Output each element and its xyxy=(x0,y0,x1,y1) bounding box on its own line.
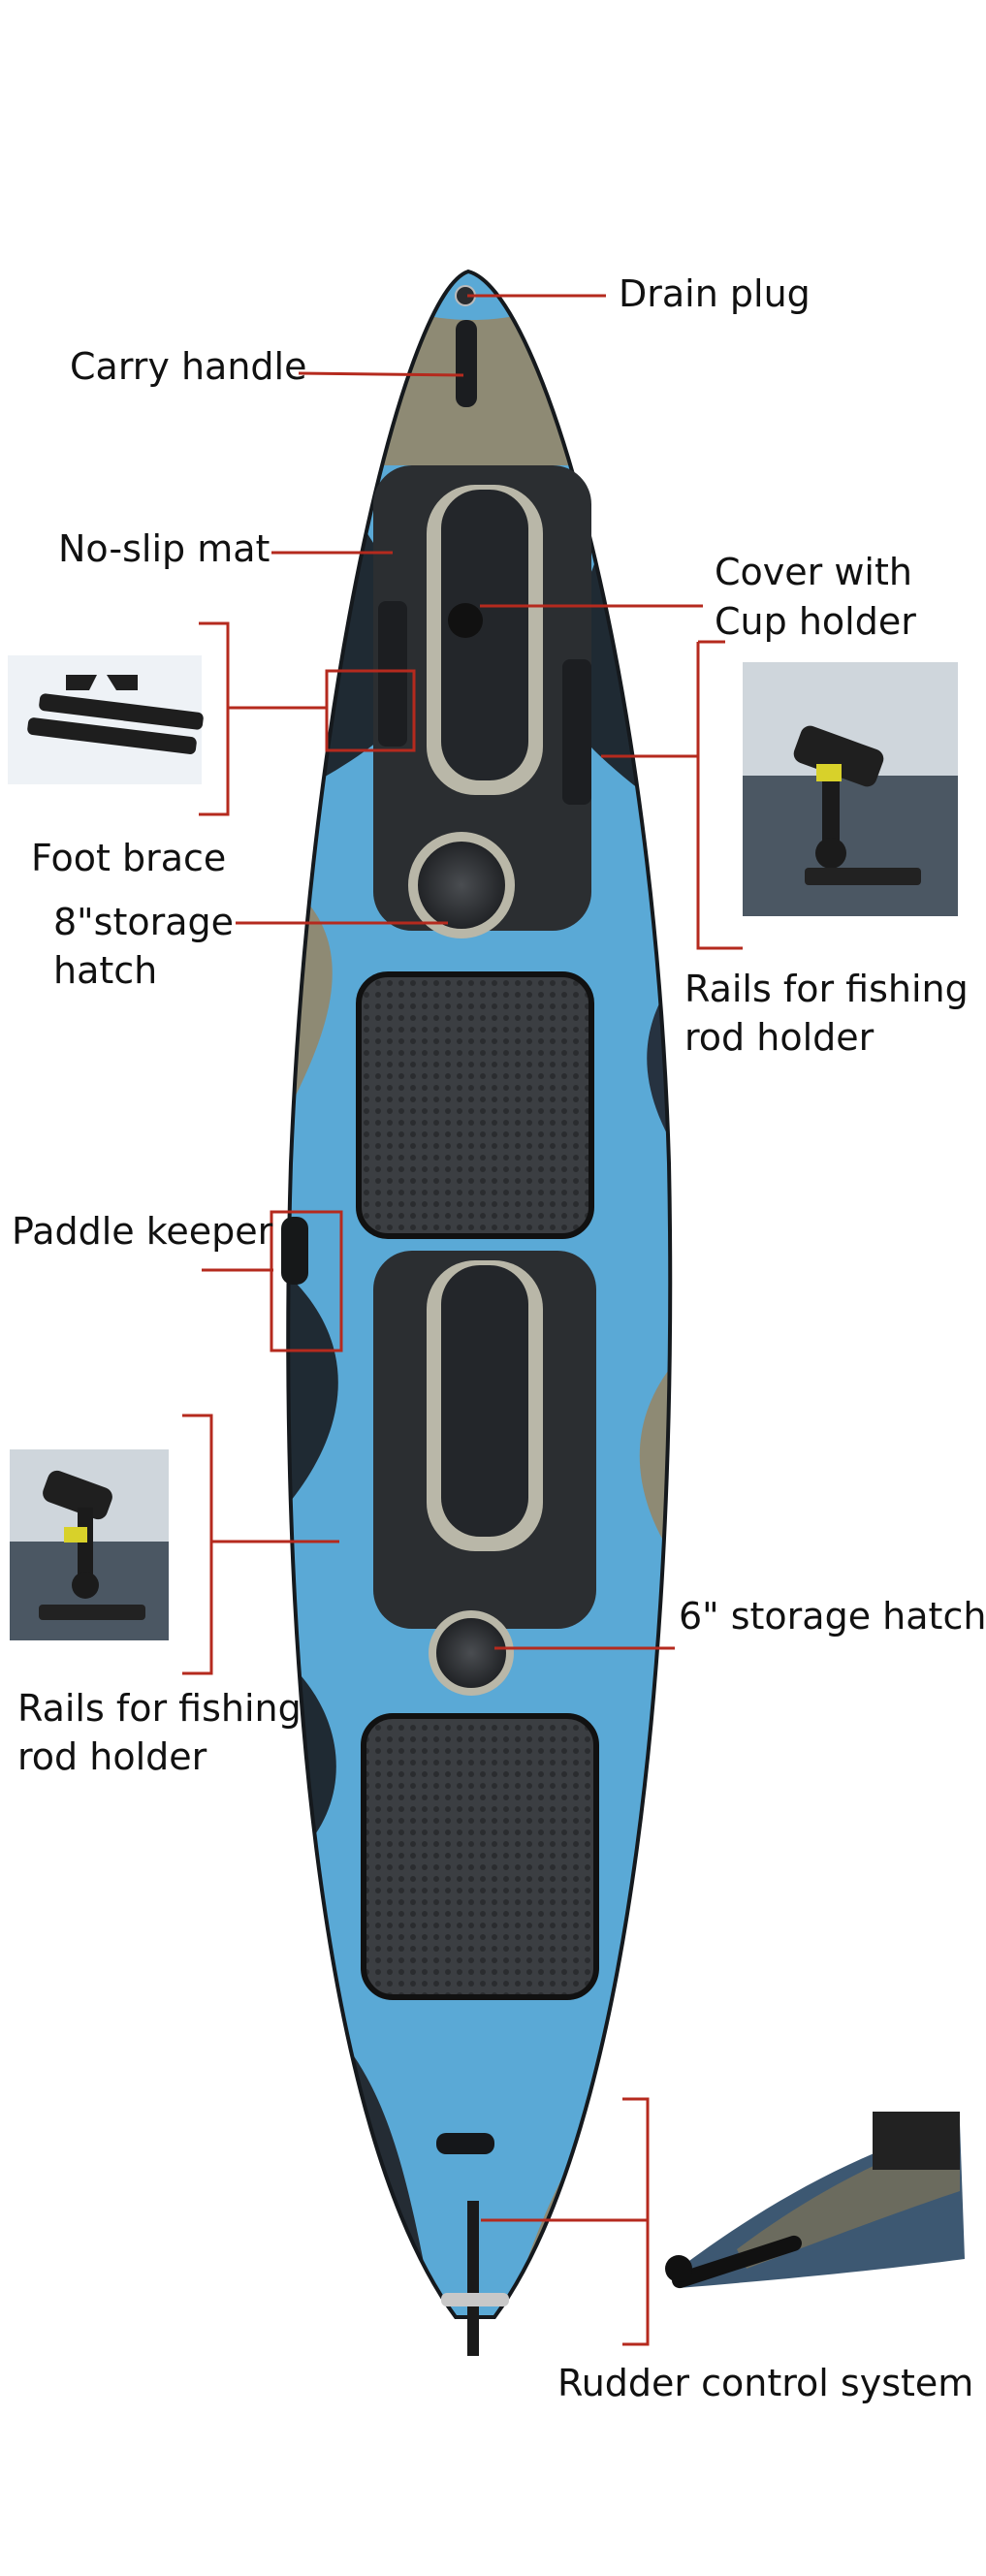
foot-brace-box xyxy=(325,669,416,752)
rear-seat-icon xyxy=(361,1713,599,2000)
rod-holder-rail-right xyxy=(562,659,591,805)
label-rails-bottom-1: Rails for fishing xyxy=(17,1687,302,1730)
rod-holder-photo-bottom xyxy=(10,1449,169,1640)
label-carry-handle: Carry handle xyxy=(70,345,307,388)
rod-holder-photo-top xyxy=(743,662,958,916)
label-rails-bottom-2: rod holder xyxy=(17,1735,207,1778)
rear-console-cover xyxy=(441,1265,528,1537)
carry-handle-icon xyxy=(456,320,477,407)
stern-handle-icon xyxy=(436,2133,494,2154)
label-storage-hatch-8-2: hatch xyxy=(53,949,158,992)
rudder-bracket xyxy=(441,2293,509,2306)
leader-lines xyxy=(182,294,743,2346)
label-no-slip-mat: No-slip mat xyxy=(58,527,270,570)
cup-holder-cover xyxy=(441,490,528,780)
rudder-icon xyxy=(467,2201,479,2356)
label-foot-brace: Foot brace xyxy=(31,837,227,879)
label-paddle-keeper: Paddle keeper xyxy=(12,1210,273,1253)
hatch-6-icon xyxy=(429,1610,514,1696)
paddle-keeper-box xyxy=(270,1210,343,1352)
label-cover-cup-holder-2: Cup holder xyxy=(715,600,916,643)
label-rails-top-1: Rails for fishing xyxy=(684,968,969,1010)
seat-icon xyxy=(356,971,594,1239)
hatch-icon xyxy=(408,832,515,938)
paddle-keeper-icon xyxy=(281,1217,308,1285)
label-storage-hatch-6: 6" storage hatch xyxy=(679,1595,986,1638)
cup-holder-icon xyxy=(448,603,483,638)
label-rails-top-2: rod holder xyxy=(684,1016,875,1059)
rod-holder-rail-left xyxy=(378,601,407,747)
label-storage-hatch-8-1: 8"storage xyxy=(53,901,235,943)
label-cover-cup-holder-1: Cover with xyxy=(715,551,912,593)
label-drain-plug: Drain plug xyxy=(619,272,811,315)
foot-brace-photo xyxy=(8,655,204,784)
label-rudder-control: Rudder control system xyxy=(557,2362,974,2404)
rudder-photo xyxy=(659,2109,966,2322)
